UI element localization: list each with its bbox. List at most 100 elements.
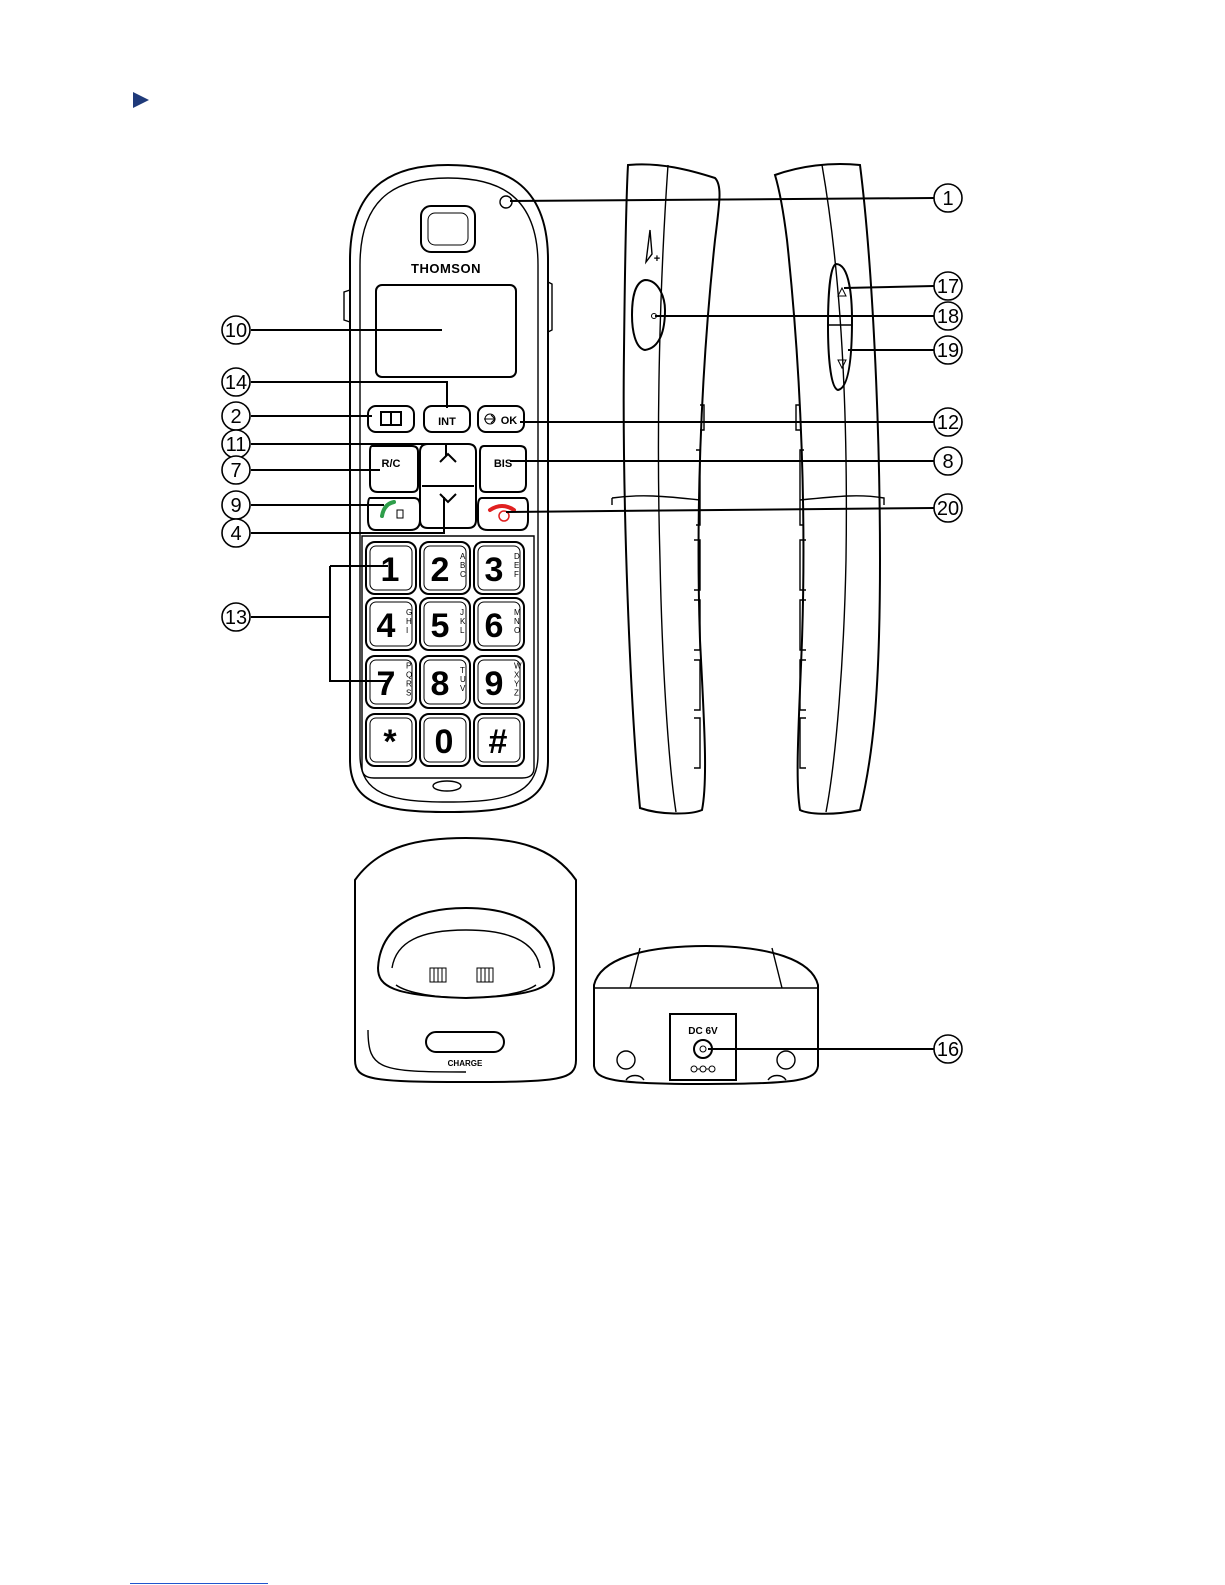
callout-16: 16 (934, 1035, 962, 1063)
callout-17: 17 (934, 272, 962, 300)
key-digit: * (383, 723, 397, 761)
callout-number: 18 (937, 306, 959, 328)
bullet-arrow-icon (133, 92, 149, 108)
callout-19: 19 (934, 336, 962, 364)
callout-10: 10 (222, 316, 250, 344)
callout-11: 11 (222, 430, 250, 458)
phone-end-icon (490, 506, 514, 510)
book-icon (381, 412, 401, 425)
triangle-up-icon (838, 288, 846, 296)
base-station-front: CHARGE (355, 838, 576, 1082)
callout-number: 14 (225, 372, 247, 394)
microphone (433, 781, 461, 791)
int-button-label: INT (438, 416, 456, 428)
key-letters: WXYZ (514, 662, 522, 698)
polarity-icon (691, 1066, 715, 1072)
key-digit: 0 (435, 723, 454, 761)
ok-button[interactable]: OK (478, 406, 524, 432)
callout-9: 9 (222, 491, 250, 519)
callout-number: 1 (942, 188, 953, 210)
callout-number: 20 (937, 498, 959, 520)
key-digit: 8 (431, 665, 450, 703)
callout-number: 2 (230, 406, 241, 428)
talk-button[interactable] (368, 498, 420, 530)
chevron-up-icon (440, 454, 456, 462)
ok-button-label: OK (501, 415, 518, 427)
arrow-right-icon (484, 414, 495, 424)
plus-icon: + (654, 253, 660, 265)
key-digit: 9 (485, 665, 504, 703)
keypad-key-1[interactable]: 1 (366, 542, 416, 594)
charging-contact (477, 968, 493, 982)
bis-button[interactable]: BIS (480, 446, 526, 492)
int-button[interactable]: INT (424, 406, 470, 432)
end-button[interactable] (478, 498, 528, 530)
callout-13: 13 (222, 603, 250, 631)
callout-12: 12 (934, 408, 962, 436)
callout-7: 7 (222, 456, 250, 484)
callout-number: 17 (937, 276, 959, 298)
callout-number: 16 (937, 1039, 959, 1061)
callout-number: 4 (230, 523, 241, 545)
bis-button-label: BIS (494, 458, 512, 470)
callout-number: 9 (230, 495, 241, 517)
key-digit: 1 (381, 551, 400, 589)
key-digit: 3 (485, 551, 504, 589)
keypad-key-hash[interactable]: # (474, 714, 524, 766)
rc-button-label: R/C (382, 458, 401, 470)
key-digit: 6 (485, 607, 504, 645)
callout-number: 10 (225, 320, 247, 342)
footer-rule (130, 1583, 268, 1584)
callout-number: 7 (230, 460, 241, 482)
callout-20: 20 (934, 494, 962, 522)
key-digit: 4 (377, 607, 396, 645)
brand-logo: THOMSON (411, 261, 481, 276)
chevron-down-icon (440, 494, 456, 502)
handset-side-left: + (612, 164, 720, 813)
callout-number: 8 (942, 451, 953, 473)
charging-contact (430, 968, 446, 982)
led-indicator (500, 196, 512, 208)
triangle-down-icon (838, 360, 846, 368)
callout-2: 2 (222, 402, 250, 430)
callout-4: 4 (222, 519, 250, 547)
keypad-key-star[interactable]: * (366, 714, 416, 766)
callout-8: 8 (934, 447, 962, 475)
key-digit: 7 (377, 665, 396, 703)
speaker-icon (397, 510, 403, 518)
keypad-key-0[interactable]: 0 (420, 714, 470, 766)
charge-label: CHARGE (448, 1059, 483, 1068)
callout-number: 19 (937, 340, 959, 362)
key-digit: 5 (431, 607, 450, 645)
dc-label: DC 6V (688, 1026, 718, 1037)
base-station-rear: DC 6V (594, 946, 818, 1084)
callout-14: 14 (222, 368, 250, 396)
callout-number: 11 (226, 434, 247, 456)
callout-1: 1 (934, 184, 962, 212)
charge-indicator (426, 1032, 504, 1052)
key-digit: # (489, 723, 508, 761)
phonebook-button[interactable] (368, 406, 414, 432)
handset-front: THOMSON INT OK R/C (344, 165, 552, 812)
key-digit: 2 (431, 551, 450, 589)
handset-side-right (775, 164, 884, 814)
callout-18: 18 (934, 302, 962, 330)
navigation-button[interactable] (420, 444, 476, 528)
callout-number: 13 (225, 607, 247, 629)
callout-number: 12 (937, 412, 959, 434)
